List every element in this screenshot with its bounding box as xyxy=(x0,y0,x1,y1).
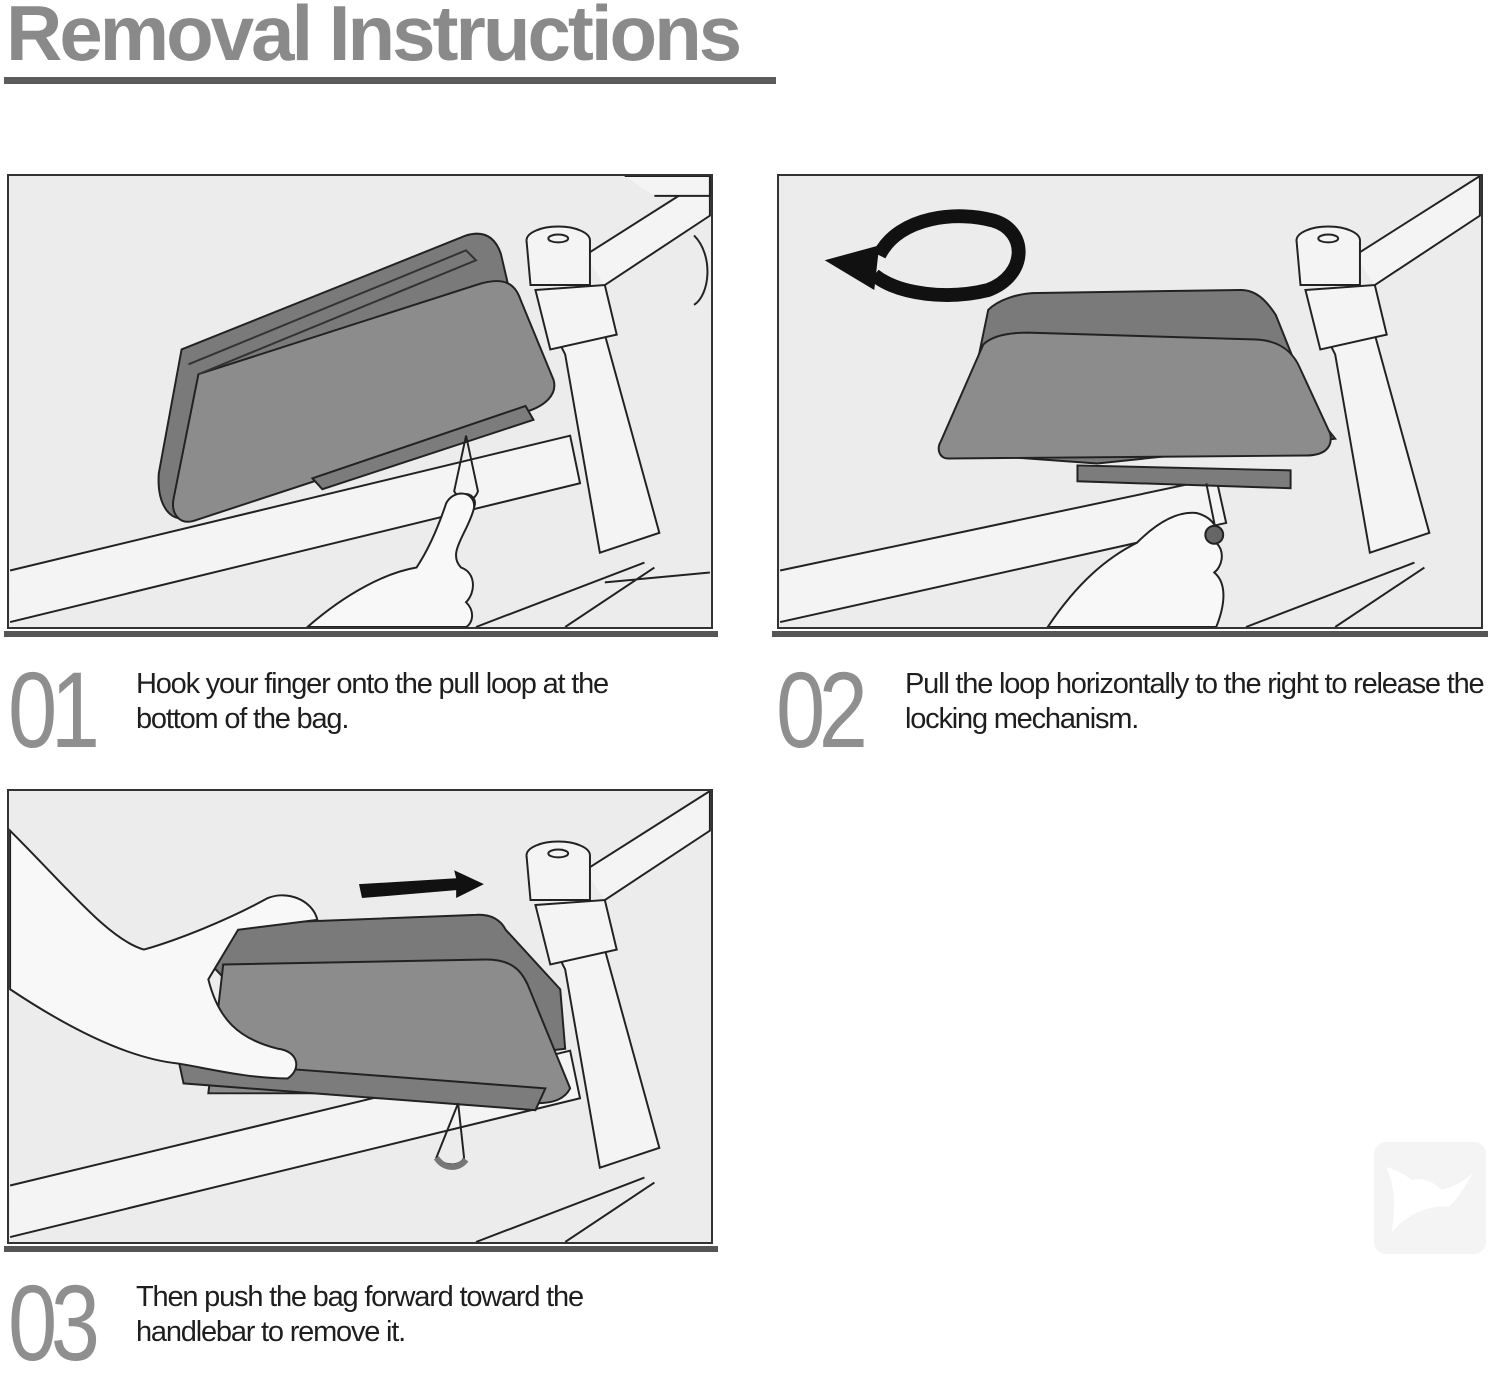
rotate-arrow-icon xyxy=(824,209,1026,302)
step-3-rule xyxy=(4,1246,718,1252)
bicycle-frame-illustration xyxy=(9,176,711,627)
bicycle-frame-illustration xyxy=(779,176,1481,627)
step-2-rule xyxy=(772,631,1488,637)
frame-bag-icon xyxy=(177,913,572,1112)
step-3-illustration xyxy=(7,789,713,1244)
brand-logo-icon xyxy=(1374,1142,1486,1254)
step-1-rule xyxy=(4,631,718,637)
finger-icon xyxy=(305,492,475,627)
finger-icon xyxy=(1046,483,1225,627)
step-2-illustration xyxy=(777,174,1483,629)
title-underline xyxy=(4,77,776,84)
step-2-text: Pull the loop horizontally to the right … xyxy=(905,668,1485,735)
step-2-number: 02 xyxy=(776,649,868,770)
frame-bag-icon xyxy=(937,288,1338,490)
step-1-illustration xyxy=(7,174,713,629)
hand-icon xyxy=(9,828,319,1080)
pull-loop-icon xyxy=(433,1102,469,1170)
page-title: Removal Instructions xyxy=(6,0,742,77)
step-1-text: Hook your finger onto the pull loop at t… xyxy=(136,668,609,735)
right-arrow-icon xyxy=(359,870,484,899)
step-1-number: 01 xyxy=(8,649,100,770)
step-3-text: Then push the bag forward toward the han… xyxy=(136,1281,584,1348)
step-3-number: 03 xyxy=(8,1262,100,1383)
frame-bag-icon xyxy=(157,232,556,523)
